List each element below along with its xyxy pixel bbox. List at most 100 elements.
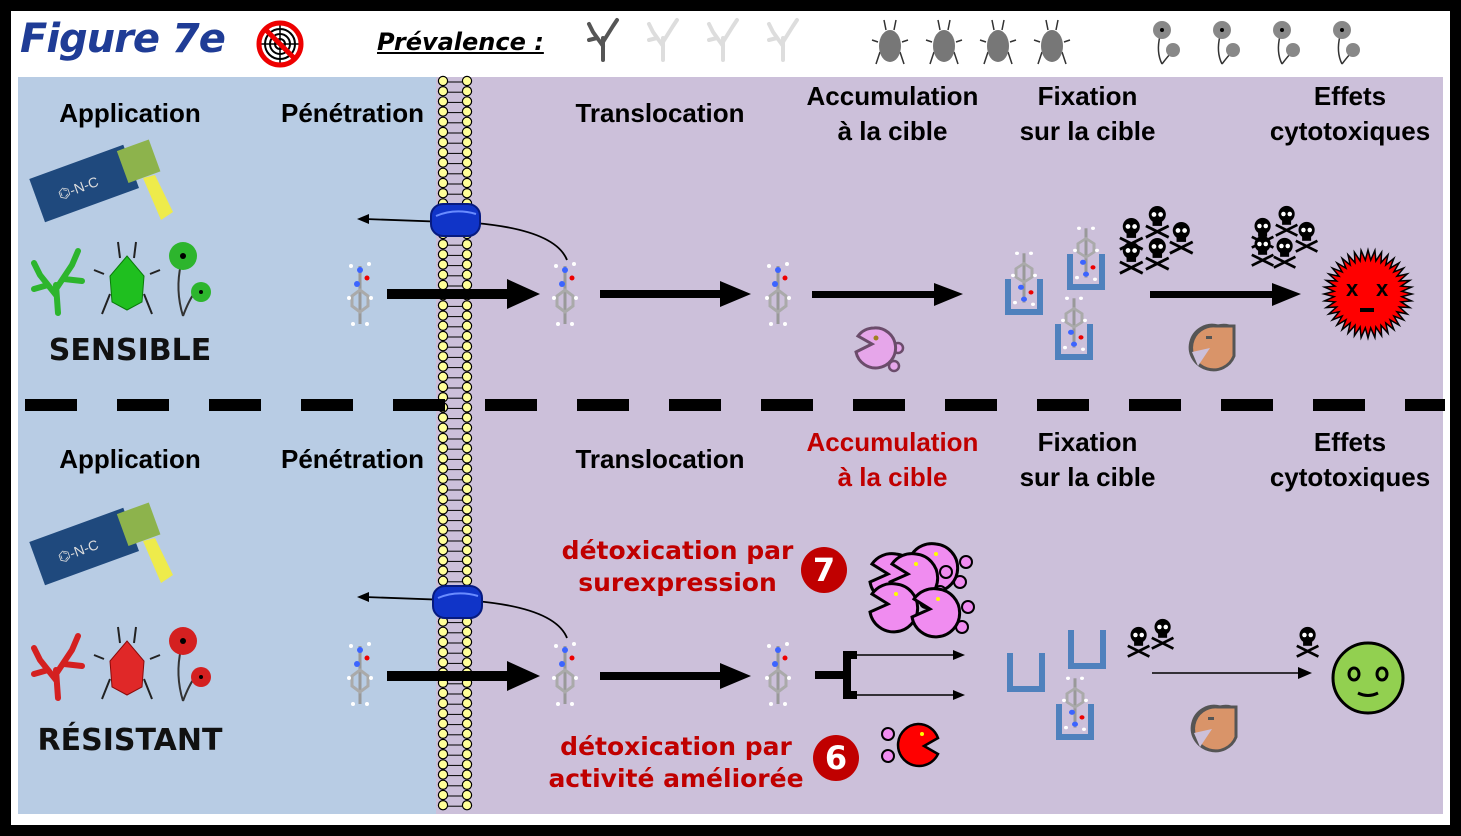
lipid-head bbox=[437, 320, 449, 331]
lipid-head bbox=[437, 759, 449, 770]
lipid-head bbox=[437, 728, 449, 740]
step-penetration-res: Pénétration bbox=[280, 444, 425, 474]
lipid-head bbox=[461, 136, 473, 148]
status-sensible: SENSIBLE bbox=[48, 333, 212, 368]
lipid-head bbox=[461, 259, 473, 270]
lipid-head bbox=[437, 300, 449, 311]
lipid-head bbox=[437, 157, 449, 168]
lipid-head bbox=[437, 647, 449, 658]
molecule-icon bbox=[550, 260, 580, 328]
aphid-icon bbox=[871, 19, 909, 65]
weed-sensible-icon bbox=[31, 248, 85, 316]
flow-arrow-penetration bbox=[387, 279, 540, 309]
molecule-icon bbox=[763, 640, 793, 708]
lipid-head bbox=[437, 463, 449, 474]
lipid-head bbox=[461, 800, 473, 811]
poppy-icon bbox=[1273, 21, 1300, 65]
skull-crossbones-icon bbox=[1296, 626, 1320, 658]
skulls-group-effects bbox=[1251, 205, 1319, 269]
lipid-head bbox=[461, 555, 473, 566]
lipid-head bbox=[461, 769, 473, 780]
lipid-head bbox=[437, 106, 449, 117]
skull-crossbones-icon bbox=[1127, 626, 1151, 658]
lipid-head bbox=[461, 310, 473, 321]
skulls-group-fixation-res bbox=[1127, 618, 1175, 658]
skulls-group-effects-res bbox=[1296, 626, 1320, 658]
lipid-head bbox=[437, 718, 449, 729]
flow-arrow-penetration-res bbox=[387, 661, 540, 691]
lipid-head bbox=[461, 106, 473, 117]
lipid-head bbox=[461, 147, 473, 158]
lipid-head bbox=[437, 249, 449, 260]
lipid-head bbox=[461, 545, 473, 556]
flow-arrow-translocation bbox=[600, 281, 751, 307]
lipid-head bbox=[461, 524, 473, 535]
sprayer-icon: ⌬-N-C bbox=[29, 139, 173, 223]
weed-resistant-icon bbox=[31, 633, 85, 701]
lipid-head bbox=[437, 177, 449, 189]
lipid-head bbox=[461, 647, 473, 658]
aphid-prevalence-row bbox=[870, 18, 1072, 66]
skull-crossbones-icon bbox=[1295, 221, 1319, 253]
molecule-icon bbox=[763, 260, 793, 328]
lipid-head bbox=[461, 422, 473, 433]
skull-crossbones-icon bbox=[1145, 237, 1170, 271]
lipid-head bbox=[437, 126, 449, 138]
lipid-head bbox=[437, 330, 449, 342]
lipid-head bbox=[461, 432, 473, 444]
lipid-head bbox=[437, 187, 449, 199]
coral-weed-icon bbox=[647, 18, 679, 62]
lipid-head bbox=[461, 728, 473, 740]
aphid-icon bbox=[1033, 19, 1071, 65]
lipid-head bbox=[437, 545, 449, 556]
lipid-head bbox=[461, 86, 473, 97]
target-site-occupied bbox=[1005, 255, 1043, 315]
lipid-head bbox=[461, 116, 473, 128]
poppy-icon bbox=[1153, 21, 1180, 65]
lipid-head bbox=[437, 698, 449, 709]
skulls-group-fixation bbox=[1119, 205, 1194, 275]
lipid-head bbox=[437, 749, 449, 760]
lipid-head bbox=[461, 249, 473, 260]
lipid-head bbox=[437, 789, 449, 801]
lipid-head bbox=[461, 657, 473, 668]
lipid-head bbox=[461, 269, 473, 280]
lipid-head bbox=[461, 371, 473, 382]
coral-weed-icon bbox=[767, 18, 799, 62]
lipid-head bbox=[437, 443, 449, 454]
lipid-head bbox=[437, 534, 449, 546]
target-site-occupied bbox=[1067, 230, 1105, 290]
lipid-head bbox=[437, 238, 449, 250]
poppy-resistant-icon bbox=[169, 627, 211, 702]
lipid-head bbox=[461, 402, 473, 413]
lipid-head bbox=[437, 769, 449, 780]
lipid-head bbox=[461, 341, 473, 352]
skull-crossbones-icon bbox=[1275, 205, 1299, 237]
lipid-head bbox=[437, 96, 449, 107]
lipid-head bbox=[461, 565, 473, 576]
lipid-head bbox=[461, 361, 473, 372]
lipid-head bbox=[461, 330, 473, 342]
lipid-head bbox=[461, 453, 473, 464]
lipid-head bbox=[461, 443, 473, 454]
mechanism-6-badge: 6 bbox=[813, 735, 859, 781]
lipid-head bbox=[461, 626, 473, 638]
lipid-head bbox=[461, 504, 473, 515]
lipid-head bbox=[461, 126, 473, 138]
lipid-head bbox=[437, 341, 449, 352]
molecule-icon bbox=[550, 640, 580, 708]
lipid-head bbox=[461, 187, 473, 199]
inside-region bbox=[436, 77, 1443, 814]
lipid-head bbox=[461, 320, 473, 331]
molecule-icon bbox=[345, 260, 375, 328]
skull-crossbones-icon bbox=[1273, 237, 1297, 269]
lipid-head bbox=[461, 534, 473, 546]
step-translocation-res: Translocation bbox=[575, 444, 745, 474]
